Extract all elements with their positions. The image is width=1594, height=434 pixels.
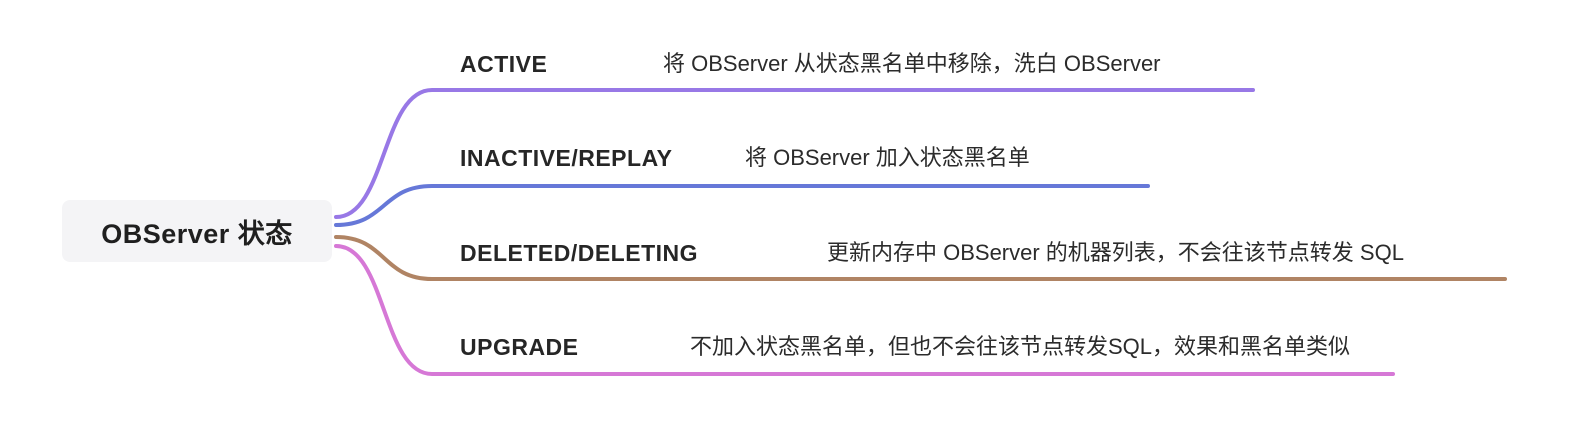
root-node-label: OBServer 状态 — [101, 218, 293, 249]
branch-description-active[interactable]: 将 OBServer 从状态黑名单中移除，洗白 OBServer — [663, 51, 1161, 76]
branch-label-inactive-replay[interactable]: INACTIVE/REPLAY — [460, 145, 673, 171]
branch-description-deleted-deleting[interactable]: 更新内存中 OBServer 的机器列表，不会往该节点转发 SQL — [827, 240, 1404, 265]
branch-description-upgrade[interactable]: 不加入状态黑名单，但也不会往该节点转发SQL，效果和黑名单类似 — [690, 334, 1351, 359]
branch-label-upgrade[interactable]: UPGRADE — [460, 334, 579, 360]
branch-label-active[interactable]: ACTIVE — [460, 51, 548, 77]
branch-label-deleted-deleting[interactable]: DELETED/DELETING — [460, 240, 699, 266]
branch-connector-inactive-replay — [334, 184, 1150, 227]
root-node[interactable]: OBServer 状态 — [62, 200, 332, 262]
branch-description-inactive-replay[interactable]: 将 OBServer 加入状态黑名单 — [745, 145, 1030, 170]
